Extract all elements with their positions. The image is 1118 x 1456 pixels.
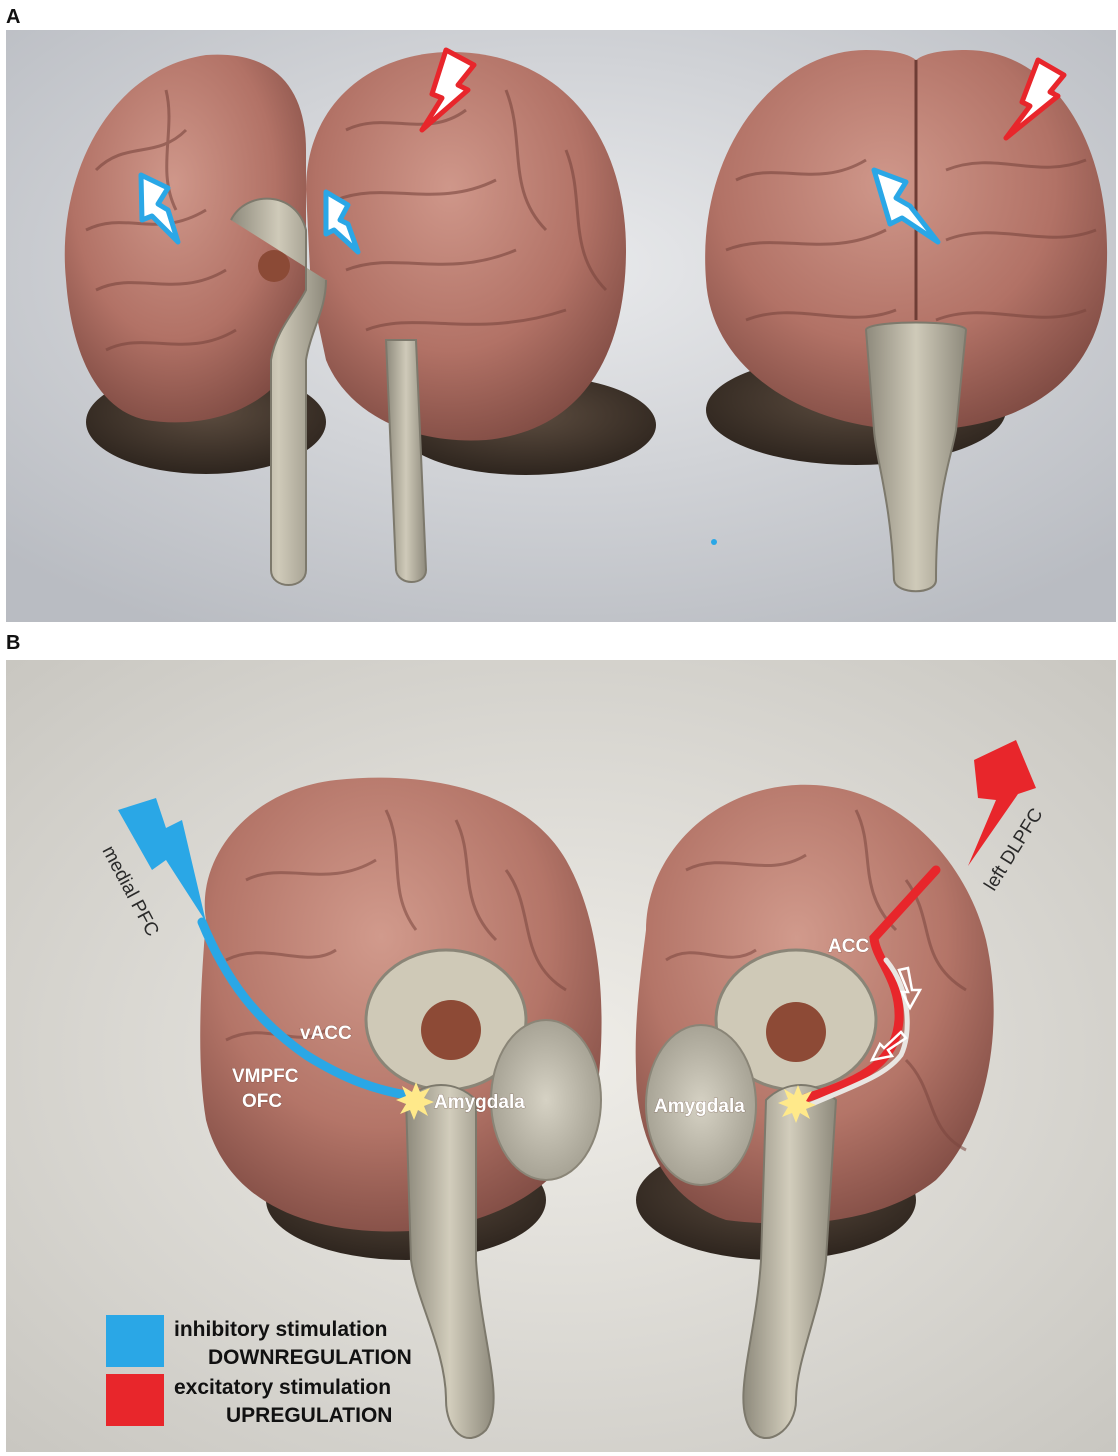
legend-inhibitory-line1: inhibitory stimulation — [174, 1318, 388, 1341]
ofc-label: OFC — [242, 1091, 282, 1112]
panel-b-circuit-diagram: medial PFC left DLPFC vACC VMPFC OFC Amy… — [6, 660, 1116, 1452]
legend-inhibitory-line2: DOWNREGULATION — [208, 1346, 412, 1369]
legend-excitatory-line1: excitatory stimulation — [174, 1376, 391, 1399]
amygdala-left-label: Amygdala — [434, 1092, 525, 1113]
vacc-label: vACC — [300, 1023, 352, 1044]
panel-b-letter: B — [6, 632, 20, 655]
amygdala-right-label: Amygdala — [654, 1096, 745, 1117]
panel-a-brain-views — [6, 30, 1116, 622]
vmpfc-label: VMPFC — [232, 1066, 299, 1087]
legend-excitatory-swatch — [106, 1374, 164, 1426]
panel-a-letter: A — [6, 6, 20, 29]
legend-inhibitory-swatch — [106, 1315, 164, 1367]
acc-label: ACC — [828, 936, 869, 957]
legend-excitatory-line2: UPREGULATION — [226, 1404, 392, 1427]
